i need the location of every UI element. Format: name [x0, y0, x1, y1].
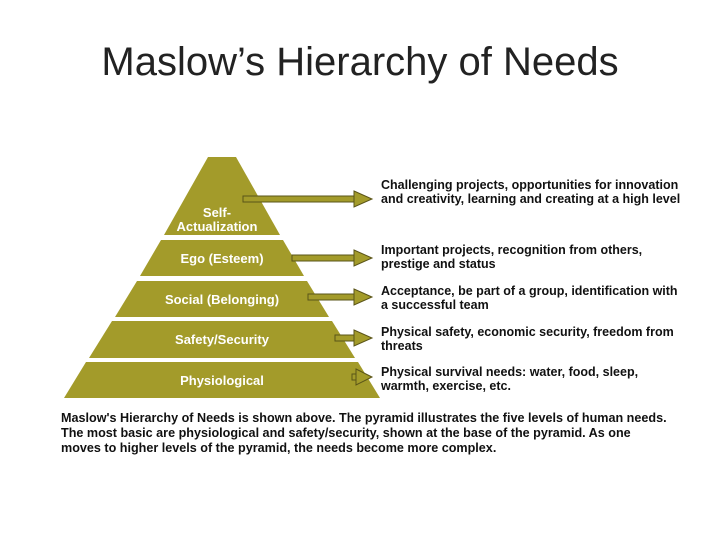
level-label-self-actualization-line2: Actualization: [177, 219, 258, 234]
slide-title: Maslow’s Hierarchy of Needs: [101, 40, 619, 84]
pyramid-tier-self-actualization: [164, 157, 280, 235]
level-label-ego: Ego (Esteem): [180, 251, 263, 266]
pyramid-tier-social: [115, 281, 329, 317]
level-label-social: Social (Belonging): [165, 292, 279, 307]
arrow-safety: [334, 329, 374, 347]
level-label-safety: Safety/Security: [175, 332, 270, 347]
arrow-ego: [291, 249, 374, 267]
pyramid-tier-ego: [140, 240, 304, 276]
description-social: Acceptance, be part of a group, identifi…: [381, 284, 678, 312]
pyramid-tier-physiological: [64, 362, 380, 398]
caption-text: Maslow's Hierarchy of Needs is shown abo…: [61, 411, 667, 455]
level-label-physiological: Physiological: [180, 373, 264, 388]
level-label-self-actualization-line1: Self-: [203, 205, 231, 220]
arrow-physiological: [351, 368, 374, 386]
pyramid-tier-safety: [89, 321, 355, 358]
description-ego: Important projects, recognition from oth…: [381, 243, 643, 271]
description-safety: Physical safety, economic security, free…: [381, 325, 674, 353]
arrow-social: [307, 288, 374, 306]
description-physiological: Physical survival needs: water, food, sl…: [381, 365, 639, 393]
arrow-self-actualization: [242, 190, 374, 208]
description-self-actualization: Challenging projects, opportunities for …: [381, 178, 681, 206]
